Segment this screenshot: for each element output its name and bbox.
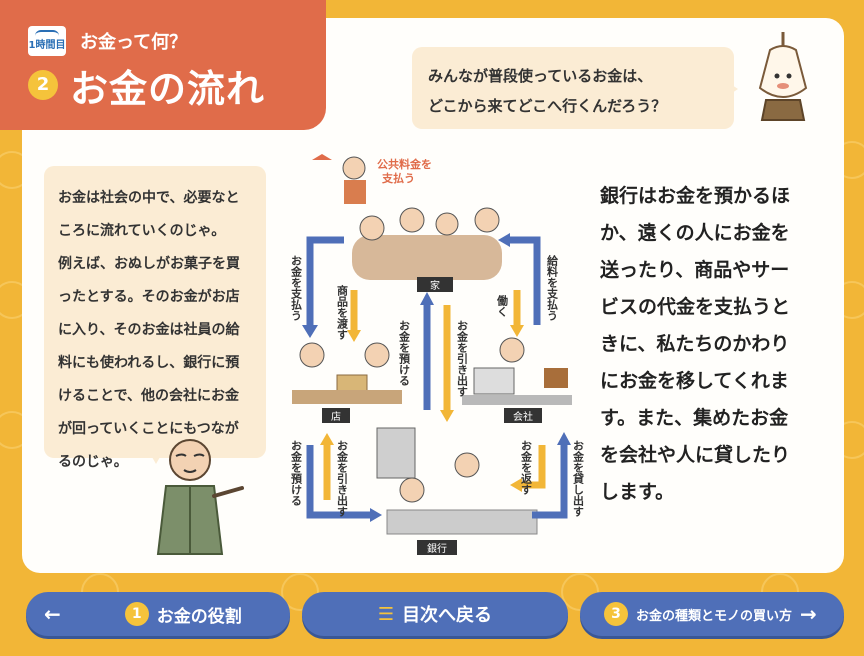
- lamp-character-icon: [748, 28, 818, 128]
- title-block: 1時間目 お金って何？ 2 お金の流れ: [0, 0, 326, 130]
- withdraw-shop-label: お金を引き出す: [336, 440, 350, 517]
- text-line: きに、私たちのかわり: [600, 326, 815, 363]
- question-bubble: みんなが普段使っているお金は、 どこから来てどこへ行くんだろう？: [412, 47, 734, 129]
- next-number-badge: 3: [604, 602, 628, 626]
- prev-lesson-button[interactable]: ← 1 お金の役割: [26, 592, 290, 636]
- text-line: ったとする。そのお金がお店: [58, 281, 252, 314]
- deposit-shop-label: お金を預ける: [290, 440, 304, 507]
- next-lesson-button[interactable]: 3 お金の種類とモノの買い方 →: [580, 592, 844, 636]
- next-lesson-label: お金の種類とモノの買い方: [636, 605, 792, 624]
- lesson-badge: 1時間目: [28, 26, 66, 56]
- pay-left-label: お金を支払う: [290, 255, 304, 321]
- public-fee-label: 公共料金を支払う: [377, 157, 432, 185]
- toc-button[interactable]: ☰ 目次へ戻る: [302, 592, 568, 636]
- text-line: か、遠くの人にお金を: [600, 215, 815, 252]
- text-line: 料にも使われるし、銀行に預: [58, 347, 252, 380]
- deliver-goods-label: 商品を渡す: [336, 284, 349, 340]
- dining-table-icon: [352, 235, 502, 280]
- house-label: 家: [430, 279, 440, 292]
- arrow-left-icon: ←: [44, 602, 61, 626]
- book-icon: [35, 30, 59, 38]
- text-line: にお金を移してくれま: [600, 363, 815, 400]
- money-flow-diagram: 家 公共料金を支払う 店 会社 銀行: [282, 140, 592, 560]
- list-icon: ☰: [378, 604, 394, 625]
- text-line: ころに流れていくのじゃ。: [58, 215, 252, 248]
- arrow-lend: [532, 445, 564, 515]
- text-line: に入り、そのお金は社員の給: [58, 314, 252, 347]
- arrow-right-icon: →: [800, 602, 817, 626]
- text-line: 銀行はお金を預かるほ: [600, 178, 815, 215]
- question-line-2: どこから来てどこへ行くんだろう？: [428, 91, 718, 121]
- shop-label: 店: [331, 410, 341, 423]
- prev-lesson-label: お金の役割: [157, 602, 242, 627]
- withdraw-home-label: お金を引き出す: [456, 320, 470, 397]
- bank-label: 銀行: [427, 542, 447, 555]
- text-line: します。: [600, 474, 815, 511]
- text-line: けることで、他の会社にお金: [58, 380, 252, 413]
- elder-character-icon: [150, 430, 260, 560]
- text-line: ビスの代金を支払うと: [600, 289, 815, 326]
- text-line: 送ったり、商品やサー: [600, 252, 815, 289]
- section-number: 2: [28, 70, 58, 100]
- atm-icon: [377, 428, 415, 478]
- return-money-label: お金を返す: [520, 440, 534, 495]
- work-label: 働く: [496, 294, 510, 317]
- text-line: お金は社会の中で、必要なと: [58, 182, 252, 215]
- prev-number-badge: 1: [125, 602, 149, 626]
- lend-money-label: お金を貸し出す: [572, 440, 586, 517]
- pay-salary-label: 給料を支払う: [546, 254, 560, 321]
- left-explanation-bubble: お金は社会の中で、必要なと ころに流れていくのじゃ。 例えば、おぬしがお菓子を買…: [44, 166, 266, 458]
- page-title: お金の流れ: [70, 58, 265, 113]
- right-explanation: 銀行はお金を預かるほ か、遠くの人にお金を 送ったり、商品やサー ビスの代金を支…: [600, 178, 815, 511]
- page-subtitle: お金って何？: [80, 28, 187, 54]
- deposit-home-label: お金を預ける: [398, 320, 412, 387]
- company-label: 会社: [513, 410, 533, 423]
- text-line: す。また、集めたお金: [600, 400, 815, 437]
- text-line: を会社や人に貸したり: [600, 437, 815, 474]
- text-line: 例えば、おぬしがお菓子を買: [58, 248, 252, 281]
- question-line-1: みんなが普段使っているお金は、: [428, 61, 718, 91]
- toc-label: 目次へ戻る: [402, 601, 492, 627]
